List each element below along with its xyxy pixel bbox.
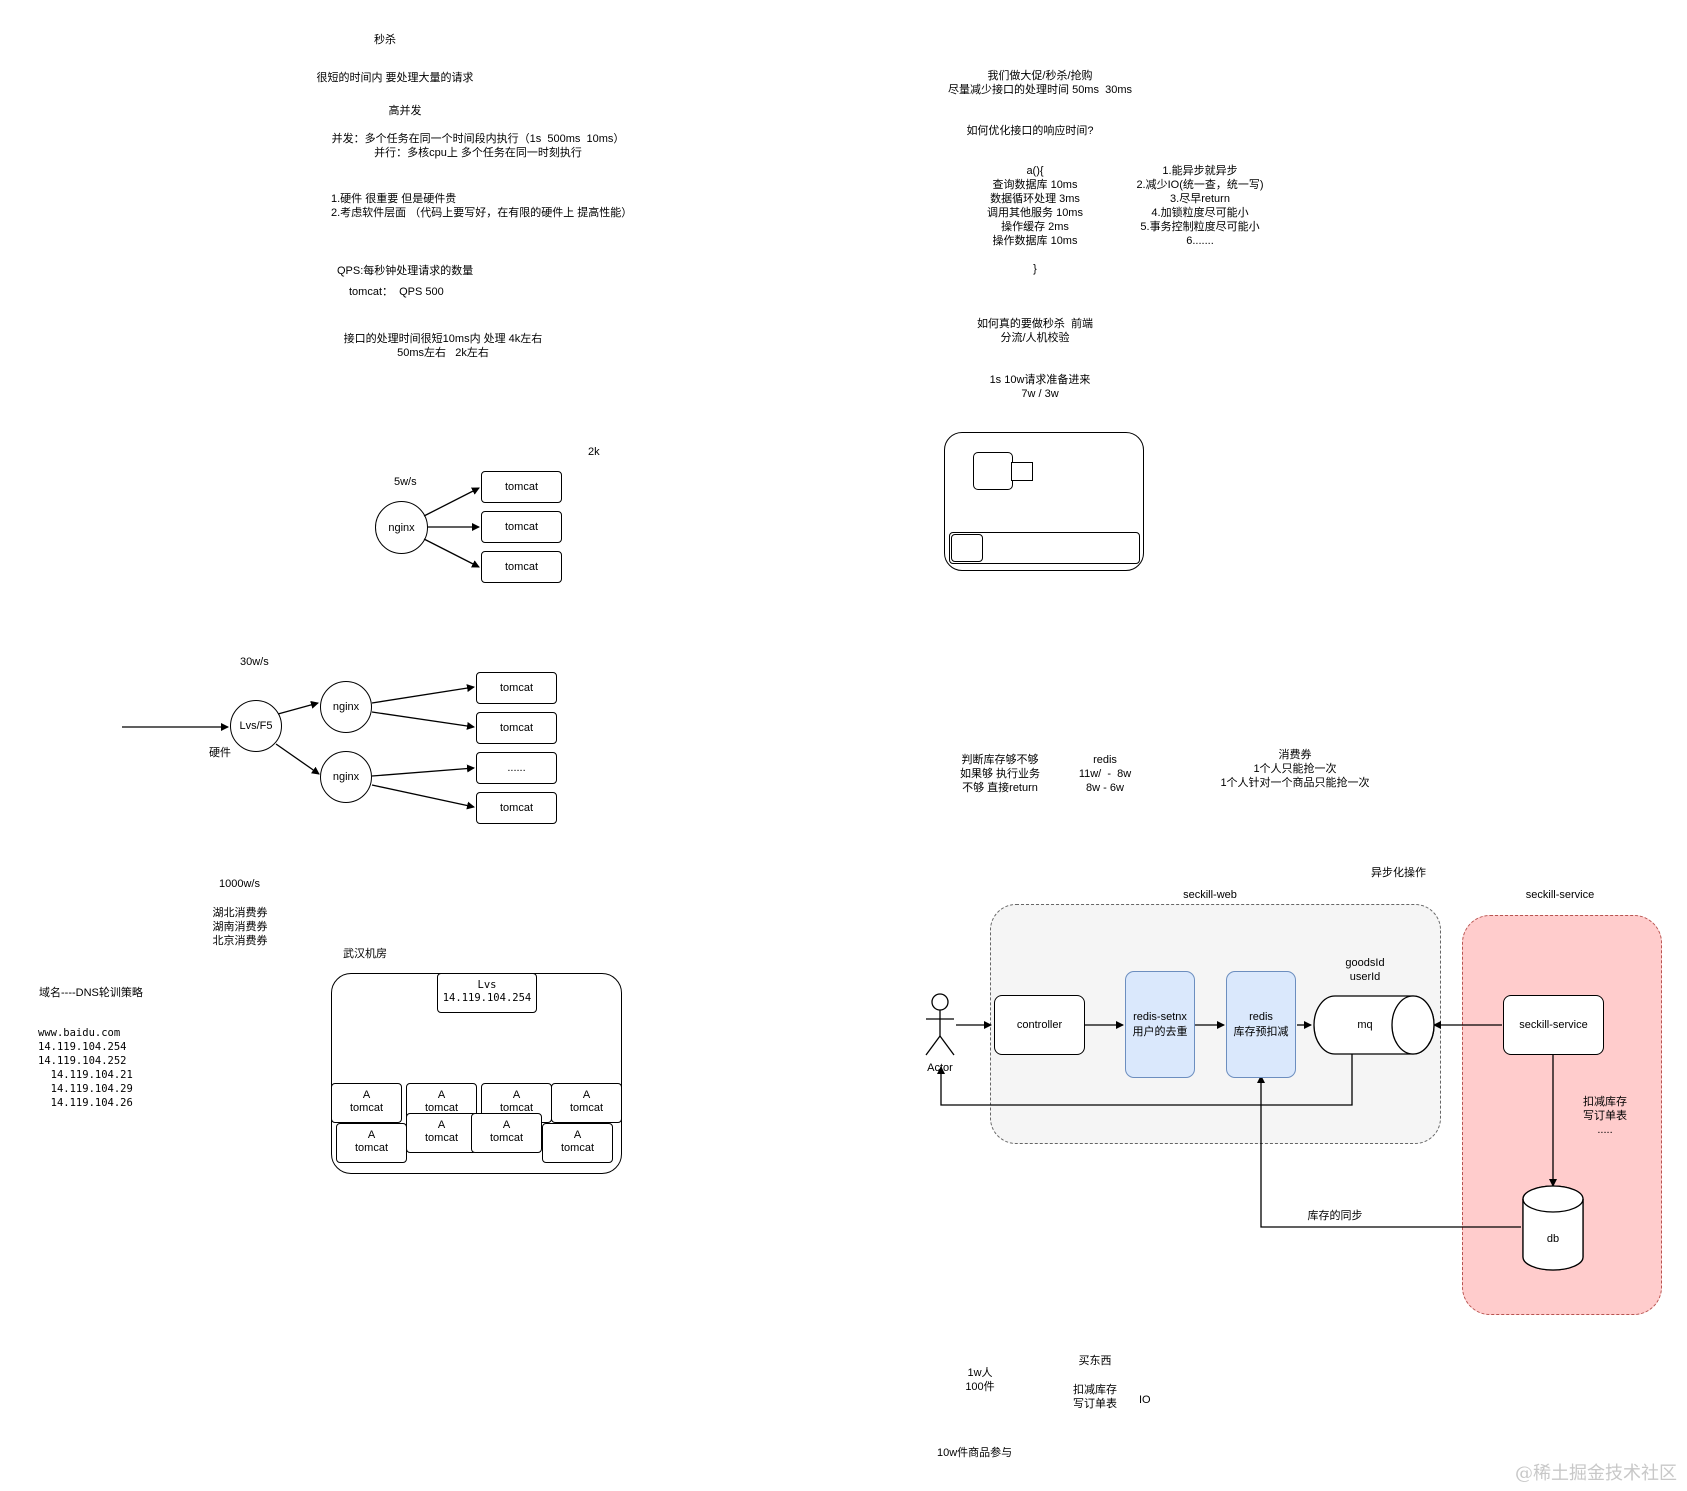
mockup-progress-bar — [949, 532, 1140, 564]
mockup-progress-fill — [951, 534, 983, 562]
short-time-note: 很短的时间内 要处理大量的请求 — [316, 72, 474, 84]
tomcat-qps-note: tomcat： QPS 500 — [349, 286, 444, 298]
controller-node: controller — [994, 995, 1085, 1055]
actor-icon — [925, 993, 955, 1056]
mq-label: mq — [1357, 1019, 1373, 1031]
concurrency-definition: 并发：多个任务在同一个时间段内执行（1s 500ms 10ms） 并行：多核cp… — [331, 133, 625, 159]
label-5w: 5w/s — [394, 476, 417, 488]
a-tomcat-node: A tomcat — [542, 1123, 613, 1163]
coupon-list: 湖北消费券 湖南消费券 北京消费券 — [212, 907, 268, 947]
edge — [371, 764, 475, 777]
mq-cylinder — [1313, 995, 1435, 1055]
coupon-rule-note: 消费券 1个人只能抢一次 1个人针对一个商品只能抢一次 — [1220, 749, 1370, 789]
buy-note: 买东西 — [1078, 1355, 1112, 1367]
real-seckill-note: 如何真的要做秒杀 前端 分流/人机校验 — [976, 318, 1094, 344]
seckill-web-label: seckill-web — [1183, 889, 1237, 901]
tomcat-node: tomcat — [481, 551, 562, 583]
tomcat-node: tomcat — [476, 792, 557, 824]
redis-note: redis 11w/ - 8w 8w - 6w — [1078, 754, 1132, 794]
redis-setnx-node: redis-setnx 用户的去重 — [1125, 971, 1195, 1078]
nginx-node: nginx — [375, 501, 428, 554]
tomcat-node: tomcat — [481, 511, 562, 543]
nginx-node: nginx — [320, 751, 372, 803]
watermark: @稀土掘金技术社区 — [1515, 1463, 1677, 1484]
redis-stock-node: redis 库存预扣减 — [1226, 971, 1296, 1078]
dns-note: 域名----DNS轮训策略 — [39, 987, 143, 999]
title-seckill: 秒杀 — [374, 34, 396, 46]
optimize-question: 如何优化接口的响应时间? — [966, 125, 1094, 137]
label-2k: 2k — [588, 446, 600, 458]
tomcat-node: tomcat — [476, 712, 557, 744]
lvs-f5-node: Lvs/F5 — [230, 700, 282, 752]
label-1000w: 1000w/s — [219, 878, 260, 890]
deduct-stock-label: 扣减库存 写订单表 ..... — [1583, 1096, 1627, 1136]
actor-label: Actor — [927, 1062, 953, 1074]
seckill-service-label: seckill-service — [1525, 889, 1595, 901]
ip-list: www.baidu.com 14.119.104.254 14.119.104.… — [38, 1027, 133, 1109]
nginx-node: nginx — [320, 681, 372, 733]
frontend-mockup — [944, 432, 1144, 571]
tomcat-node: tomcat — [481, 471, 562, 503]
a-tomcat-node: A tomcat — [551, 1083, 622, 1123]
mockup-component-tab — [1011, 462, 1033, 481]
edge — [371, 711, 475, 730]
seckill-service-node: seckill-service — [1503, 995, 1604, 1055]
optimization-tips: 1.能异步就异步 2.减少IO(统一查，统一写) 3.尽早return 4.加锁… — [1136, 165, 1264, 247]
judge-stock-note: 判断库存够不够 如果够 执行业务 不够 直接return — [959, 754, 1041, 794]
edge — [937, 1049, 1353, 1106]
qps-definition: QPS:每秒钟处理请求的数量 — [337, 265, 474, 277]
edge — [277, 700, 319, 715]
promo-note: 我们做大促/秒杀/抢购 尽量减少接口的处理时间 50ms 30ms — [948, 70, 1132, 96]
edge — [371, 684, 475, 704]
async-note: 异步化操作 — [1371, 867, 1426, 879]
edge — [1257, 1075, 1521, 1228]
edge — [423, 538, 480, 568]
requests-10w-note: 1s 10w请求准备进来 7w / 3w — [989, 374, 1091, 400]
a-tomcat-node: A tomcat — [331, 1083, 402, 1123]
lvs-box: Lvs 14.119.104.254 — [437, 973, 537, 1013]
hardware-software-note: 1.硬件 很重要 但是硬件贵 2.考虑软件层面 （代码上要写好，在有限的硬件上 … — [331, 193, 633, 219]
hardware-label: 硬件 — [209, 747, 231, 759]
code-sample: a(){ 查询数据库 10ms 数据循环处理 3ms 调用其他服务 10ms 操… — [987, 165, 1083, 275]
ellipsis-node: ...... — [476, 752, 557, 784]
goods-user-label: goodsId userId — [1345, 957, 1385, 983]
people-items-note: 1w人 100件 — [965, 1367, 995, 1393]
label-30w: 30w/s — [240, 656, 269, 668]
db-label: db — [1546, 1233, 1560, 1245]
high-concurrency-note: 高并发 — [388, 105, 422, 117]
api-time-note: 接口的处理时间很短10ms内 处理 4k左右 50ms左右 2k左右 — [343, 333, 543, 359]
edge — [423, 487, 480, 517]
db-cylinder — [1522, 1185, 1584, 1271]
edge — [275, 743, 320, 775]
stock-sync-label: 库存的同步 — [1295, 1209, 1375, 1223]
a-tomcat-node: A tomcat — [471, 1113, 542, 1153]
deduct-write-note: 扣减库存 写订单表 — [1073, 1384, 1117, 1410]
tomcat-node: tomcat — [476, 672, 557, 704]
io-note: IO — [1139, 1394, 1151, 1406]
wuhan-label: 武汉机房 — [343, 948, 387, 960]
items-10w-note: 10w件商品参与 — [937, 1447, 1013, 1459]
edge — [371, 784, 475, 810]
